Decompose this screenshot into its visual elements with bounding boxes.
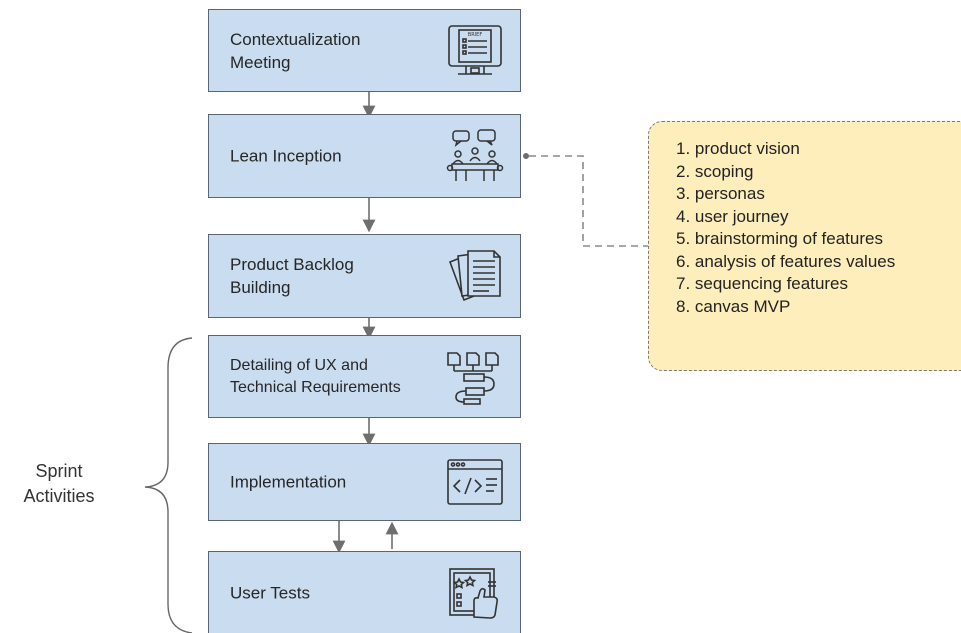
usability-test-icon xyxy=(449,567,498,619)
brief-monitor-icon: BRIEF xyxy=(448,24,502,75)
list-item: 4. user journey xyxy=(676,206,789,226)
documents-icon xyxy=(448,250,501,302)
connector-dot xyxy=(523,153,529,159)
step-label: Detailing of UX and Technical Requiremen… xyxy=(230,356,401,396)
step-label: Contextualization Meeting xyxy=(230,29,361,72)
flowchart-icon xyxy=(447,351,499,405)
step-product-backlog-building: Product Backlog Building xyxy=(208,234,521,318)
team-meeting-icon xyxy=(446,129,504,181)
step-label: Product Backlog Building xyxy=(230,255,354,297)
step-contextualization-meeting: Contextualization Meeting BRIEF xyxy=(208,9,521,92)
step-detailing-ux-technical: Detailing of UX and Technical Requiremen… xyxy=(208,335,521,418)
activities-list: 1. product vision 2. scoping 3. personas… xyxy=(676,138,895,318)
sprint-activities-label: Sprint Activities xyxy=(23,461,95,506)
sprint-brace xyxy=(144,337,193,633)
dashed-connector xyxy=(529,155,648,247)
step-label: Implementation xyxy=(230,472,347,492)
step-label: Lean Inception xyxy=(230,146,342,166)
list-item: 6. analysis of features values xyxy=(676,251,896,271)
list-item: 2. scoping xyxy=(676,161,754,181)
svg-text:BRIEF: BRIEF xyxy=(468,32,483,38)
list-item: 8. canvas MVP xyxy=(676,296,791,316)
list-item: 5. brainstorming of features xyxy=(676,229,883,248)
list-item: 3. personas xyxy=(676,184,765,203)
list-item: 7. sequencing features xyxy=(676,274,849,293)
lean-inception-activities-note: 1. product vision 2. scoping 3. personas… xyxy=(648,121,961,371)
step-user-tests: User Tests xyxy=(208,551,521,633)
list-item: 1. product vision xyxy=(676,139,800,158)
step-implementation: Implementation xyxy=(208,443,521,521)
code-window-icon xyxy=(447,459,503,505)
step-lean-inception: Lean Inception xyxy=(208,114,521,198)
step-label: User Tests xyxy=(230,583,310,602)
